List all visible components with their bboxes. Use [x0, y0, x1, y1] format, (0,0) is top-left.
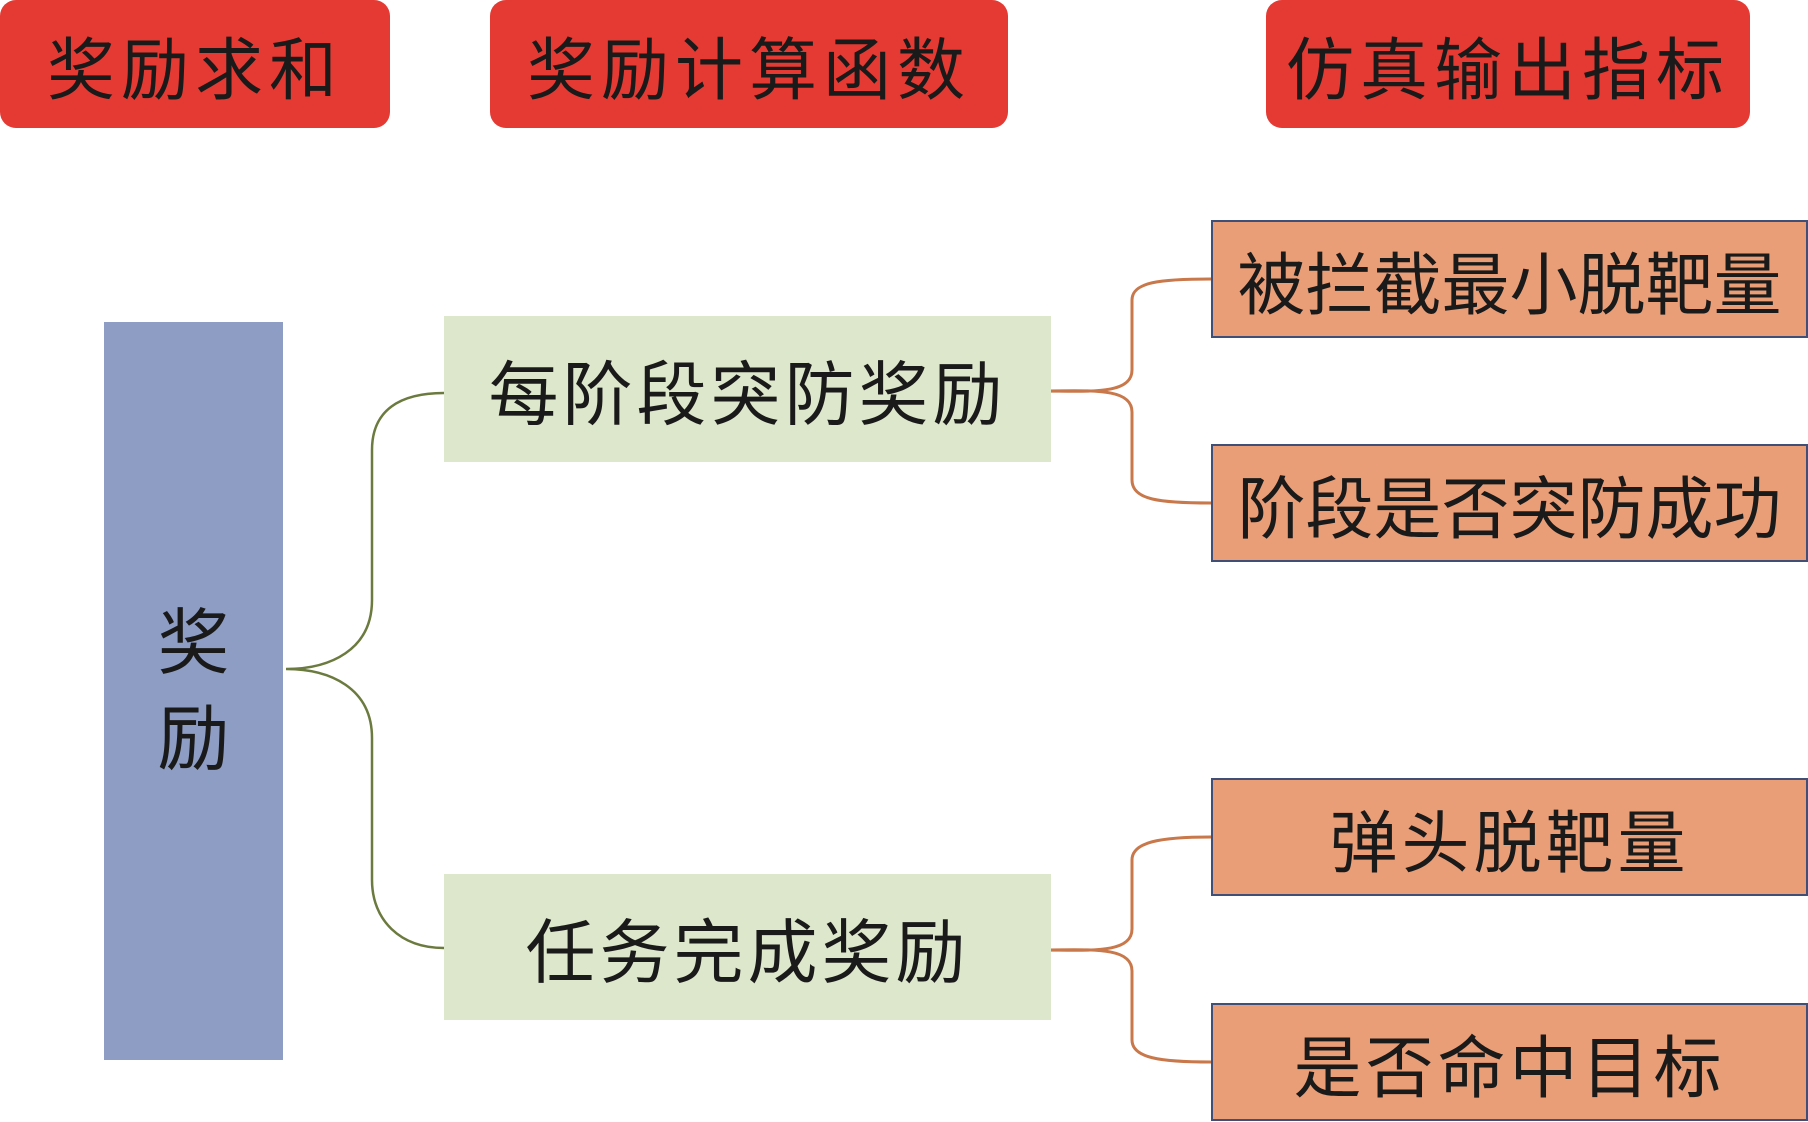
task-reward-node: 任务完成奖励	[444, 874, 1051, 1020]
root-reward-node: 奖 励	[104, 322, 283, 1060]
indicator-hit-target: 是否命中目标	[1211, 1003, 1808, 1121]
indicator-hit-target-label: 是否命中目标	[1293, 1029, 1726, 1109]
root-reward-char-2: 励	[157, 697, 230, 781]
header-sim-output: 仿真输出指标	[1266, 0, 1750, 128]
indicator-stage-success: 阶段是否突防成功	[1211, 444, 1808, 562]
header-reward-function-label: 奖励计算函数	[526, 31, 971, 111]
stage-reward-label: 每阶段突防奖励	[488, 353, 1007, 436]
root-reward-char-1: 奖	[157, 601, 230, 685]
indicator-warhead-miss: 弹头脱靶量	[1211, 778, 1808, 896]
task-reward-label: 任务完成奖励	[525, 911, 970, 994]
task-brace-connector	[1040, 835, 1212, 1064]
header-sim-output-label: 仿真输出指标	[1285, 31, 1730, 111]
indicator-stage-success-label: 阶段是否突防成功	[1237, 470, 1782, 550]
stage-brace-connector	[1040, 277, 1212, 505]
indicator-min-miss-intercepted: 被拦截最小脱靶量	[1211, 220, 1808, 338]
root-brace-connector	[285, 391, 445, 950]
header-reward-sum: 奖励求和	[0, 0, 390, 128]
stage-reward-node: 每阶段突防奖励	[444, 316, 1051, 462]
header-reward-function: 奖励计算函数	[490, 0, 1008, 128]
header-reward-sum-label: 奖励求和	[46, 31, 343, 111]
indicator-warhead-miss-label: 弹头脱靶量	[1329, 804, 1690, 884]
indicator-min-miss-intercepted-label: 被拦截最小脱靶量	[1237, 246, 1782, 326]
